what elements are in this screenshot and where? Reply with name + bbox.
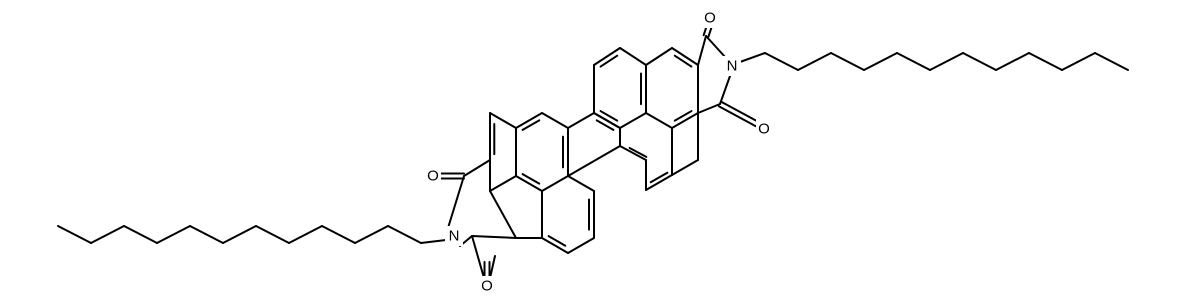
bond [697, 103, 721, 114]
atom-label-o-top-right: O [704, 10, 716, 27]
alkyl-bond [739, 52, 766, 63]
alkyl-bond [929, 52, 964, 71]
atom-n-left: N [445, 226, 463, 246]
aromatic-bond [671, 112, 699, 129]
bond [567, 145, 621, 177]
bond [447, 175, 465, 229]
alkyl-bond [896, 52, 931, 71]
alkyl-bond [1028, 52, 1063, 71]
atom-o-bottom-left: O [479, 276, 495, 296]
atom-o-left-upper: O [425, 166, 441, 186]
alkyl-bond [288, 225, 323, 244]
bond [619, 112, 647, 129]
alkyl-bond [863, 52, 898, 71]
aromatic-bond [593, 112, 621, 129]
double-bond-inner [673, 110, 693, 122]
atom-n-right: N [723, 56, 741, 76]
alkyl-bond [995, 52, 1030, 71]
bond [463, 159, 491, 177]
alkyl-bond [57, 225, 92, 244]
bond [541, 112, 569, 129]
alkyl-bond [797, 52, 832, 71]
bond [471, 235, 485, 279]
aromatic-bond [541, 237, 569, 254]
aromatic-bond [671, 47, 699, 66]
double-bond-inner [673, 54, 693, 68]
atom-label-o-bottom-left: O [481, 278, 493, 295]
double-bond-inner [521, 119, 541, 131]
bond [489, 190, 517, 239]
bond [567, 237, 595, 254]
bond [489, 112, 517, 129]
carbonyl-bond [720, 100, 760, 123]
aromatic-bond [593, 47, 621, 66]
alkyl-bond [1061, 52, 1096, 71]
alkyl-bond [321, 225, 356, 244]
atom-label-n-left: N [449, 228, 460, 245]
bond [541, 175, 569, 192]
bond [489, 255, 496, 279]
alkyl-bond [830, 52, 865, 71]
aromatic-bond [515, 175, 543, 192]
double-bond-inner [599, 54, 619, 68]
alkyl-bond [764, 52, 799, 71]
double-bond-inner [649, 171, 669, 184]
bond [645, 47, 673, 66]
bond [471, 235, 517, 239]
aromatic-bond [515, 112, 543, 129]
alkyl-bond [962, 52, 997, 71]
atom-o-top-right: O [702, 8, 718, 28]
alkyl-bond [156, 225, 191, 244]
double-bond-inner [628, 146, 648, 158]
bond [697, 35, 707, 66]
aromatic-bond [619, 145, 647, 161]
alkyl-bond [354, 225, 389, 244]
atom-label-n-right: N [727, 58, 738, 75]
bond [567, 112, 595, 129]
alkyl-bond [255, 225, 290, 244]
bond [567, 175, 595, 192]
atom-label-o-left-upper: O [427, 168, 439, 185]
alkyl-bond [420, 239, 447, 244]
bond [645, 112, 673, 129]
alkyl-bond [90, 225, 125, 244]
alkyl-bond [1094, 52, 1129, 71]
aromatic-bond [645, 174, 673, 191]
double-bond-inner [547, 235, 567, 247]
alkyl-bond [123, 225, 158, 244]
alkyl-bond [222, 225, 257, 244]
bond [671, 159, 699, 176]
double-bond-inner [595, 119, 615, 131]
carbonyl-bond [717, 105, 757, 128]
alkyl-bond [189, 225, 224, 244]
bond [705, 35, 727, 59]
double-bond-inner [521, 173, 541, 185]
alkyl-bond [387, 225, 422, 244]
bond [719, 75, 731, 105]
bond [619, 47, 647, 66]
atom-label-o-right-lower: O [758, 121, 770, 138]
double-bond-inner [599, 110, 619, 122]
bond [489, 175, 517, 192]
atom-o-right-lower: O [756, 119, 772, 139]
bond-layer [57, 22, 1129, 280]
atom-label-layer: O N O O N O [425, 8, 772, 296]
